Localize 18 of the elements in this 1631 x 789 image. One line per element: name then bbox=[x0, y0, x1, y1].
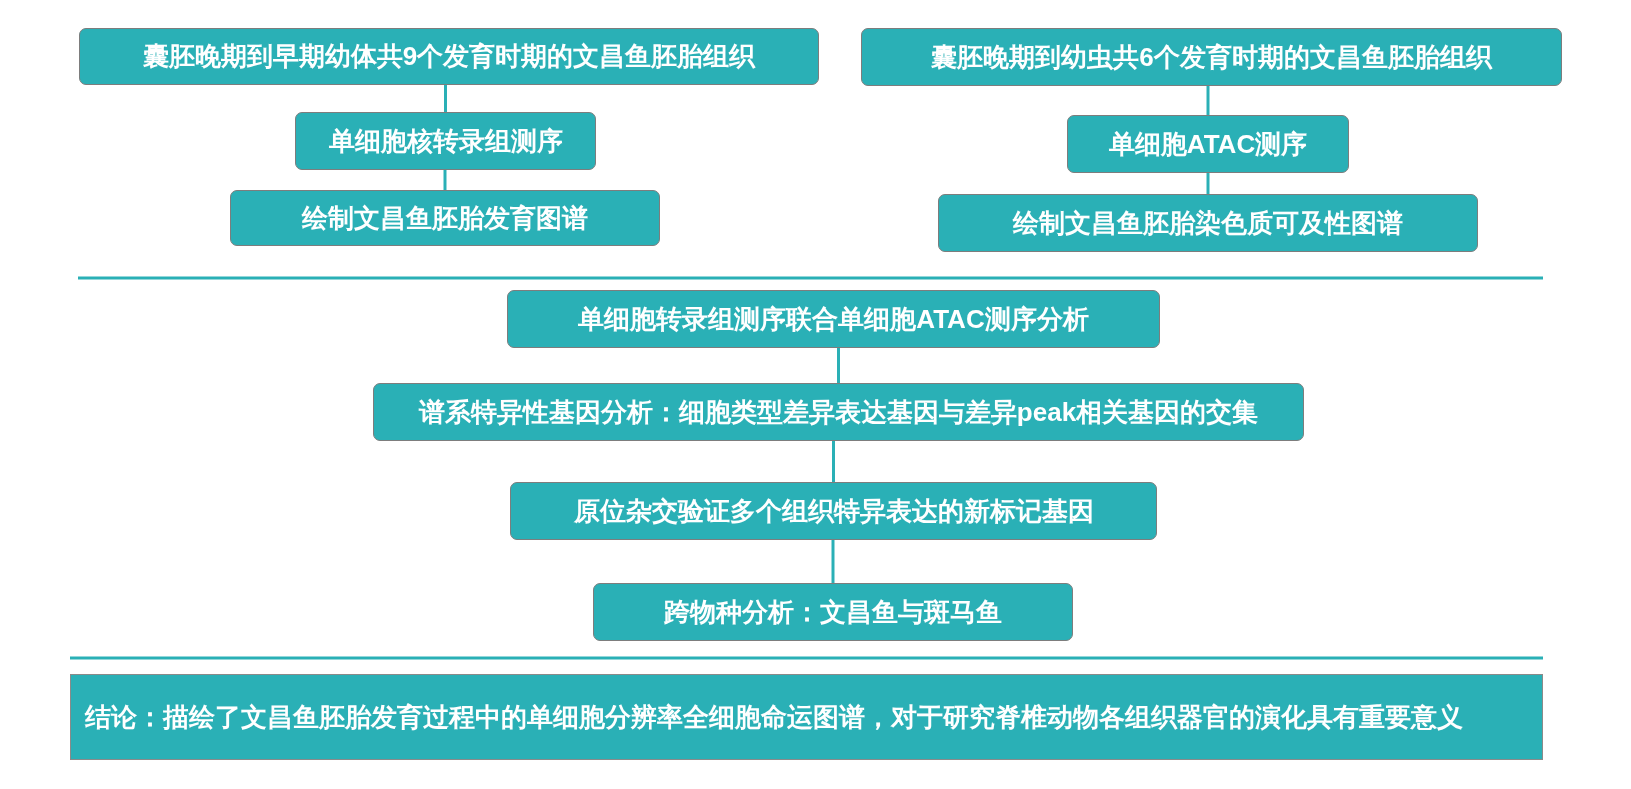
connector-line bbox=[831, 540, 835, 583]
process-box: 单细胞转录组测序联合单细胞ATAC测序分析 bbox=[507, 290, 1160, 348]
conclusion-band: 结论：描绘了文昌鱼胚胎发育过程中的单细胞分辨率全细胞命运图谱，对于研究脊椎动物各组织器官的演化具有重要意义 bbox=[70, 674, 1543, 760]
process-box: 单细胞ATAC测序 bbox=[1067, 115, 1349, 173]
process-box: 单细胞核转录组测序 bbox=[295, 112, 596, 170]
process-box: 囊胚晚期到幼虫共6个发育时期的文昌鱼胚胎组织 bbox=[861, 28, 1562, 86]
connector-line bbox=[444, 85, 447, 112]
process-box: 原位杂交验证多个组织特异表达的新标记基因 bbox=[510, 482, 1157, 540]
connector-line bbox=[1206, 173, 1210, 194]
process-box: 谱系特异性基因分析：细胞类型差异表达基因与差异peak相关基因的交集 bbox=[373, 383, 1304, 441]
process-box: 绘制文昌鱼胚胎染色质可及性图谱 bbox=[938, 194, 1478, 252]
process-box: 绘制文昌鱼胚胎发育图谱 bbox=[230, 190, 660, 246]
connector-line bbox=[837, 348, 840, 383]
process-box: 跨物种分析：文昌鱼与斑马鱼 bbox=[593, 583, 1073, 641]
connector-line bbox=[1206, 86, 1210, 115]
process-box: 囊胚晚期到早期幼体共9个发育时期的文昌鱼胚胎组织 bbox=[79, 28, 819, 85]
connector-line bbox=[443, 170, 447, 190]
connector-line bbox=[832, 441, 835, 482]
